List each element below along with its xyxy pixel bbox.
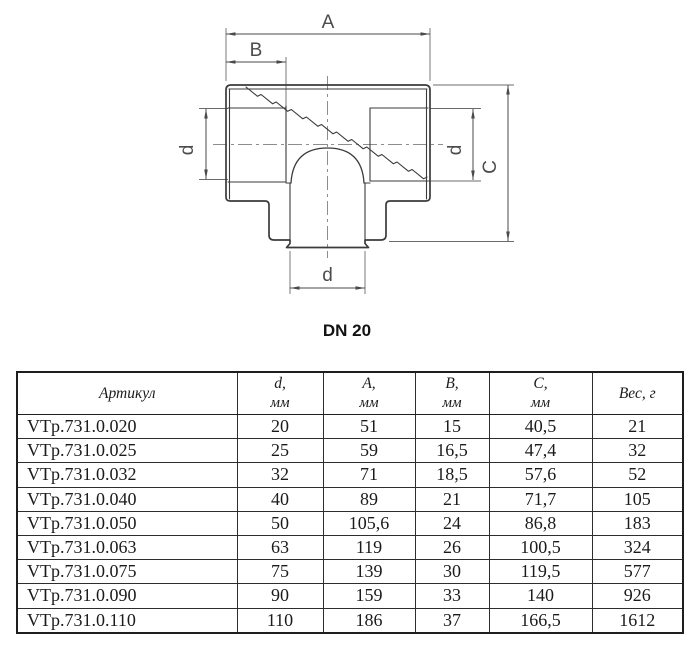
cell-article: VTp.731.0.050: [16, 510, 238, 536]
label-d-left: d: [177, 145, 198, 156]
cell-value: 86,8: [488, 510, 593, 536]
header-weight: Вес, г: [591, 371, 684, 415]
cell-value: 139: [322, 559, 416, 585]
label-c: C: [480, 160, 501, 174]
label-b: B: [250, 40, 263, 61]
header-d: d,мм: [236, 371, 324, 415]
cell-value: 20: [236, 413, 324, 440]
cell-value: 110: [236, 607, 324, 634]
cell-value: 105,6: [322, 510, 416, 536]
header-b: B,мм: [414, 371, 490, 415]
body-outline: [225, 84, 431, 249]
cell-value: 75: [236, 559, 324, 585]
cell-value: 24: [414, 510, 490, 536]
header-a: A,мм: [322, 371, 416, 415]
cell-value: 105: [591, 486, 684, 512]
cell-value: 71: [322, 462, 416, 488]
cell-value: 25: [236, 438, 324, 464]
label-a: A: [322, 12, 335, 33]
dome-arc: [290, 147, 365, 184]
body-secondary-lines: [227, 88, 429, 241]
cell-value: 1612: [591, 607, 684, 634]
cell-value: 63: [236, 534, 324, 561]
cell-value: 183: [591, 510, 684, 536]
tee-fitting-drawing: A B d d C d DN 20: [177, 12, 514, 340]
thread-zigzag: [245, 86, 428, 180]
cell-value: 51: [322, 413, 416, 440]
cell-value: 40,5: [488, 413, 593, 440]
cell-value: 100,5: [488, 534, 593, 561]
cell-value: 89: [322, 486, 416, 512]
cell-value: 59: [322, 438, 416, 464]
centerlines: [213, 76, 443, 258]
dimension-lines: [204, 32, 510, 290]
cell-value: 21: [591, 413, 684, 440]
cell-value: 40: [236, 486, 324, 512]
cell-article: VTp.731.0.020: [16, 413, 238, 440]
cell-value: 30: [414, 559, 490, 585]
cell-value: 926: [591, 583, 684, 609]
cell-value: 140: [488, 583, 593, 609]
cell-value: 166,5: [488, 607, 593, 634]
label-d-right: d: [445, 145, 466, 156]
label-d-bottom: d: [322, 265, 333, 286]
cell-value: 119: [322, 534, 416, 561]
cell-value: 15: [414, 413, 490, 440]
cell-value: 33: [414, 583, 490, 609]
spec-table-container: Артикул d,мм A,мм B,мм C,мм Вес, г VTp.7…: [16, 371, 684, 634]
cell-value: 18,5: [414, 462, 490, 488]
cell-value: 186: [322, 607, 416, 634]
cell-value: 90: [236, 583, 324, 609]
cell-value: 16,5: [414, 438, 490, 464]
cell-value: 577: [591, 559, 684, 585]
cell-value: 32: [591, 438, 684, 464]
cell-value: 21: [414, 486, 490, 512]
cell-article: VTp.731.0.032: [16, 462, 238, 488]
cell-article: VTp.731.0.040: [16, 486, 238, 512]
extension-lines: [199, 28, 514, 294]
cell-article: VTp.731.0.075: [16, 559, 238, 585]
spec-table: Артикул d,мм A,мм B,мм C,мм Вес, г VTp.7…: [16, 371, 684, 634]
cell-value: 57,6: [488, 462, 593, 488]
header-c: C,мм: [488, 371, 593, 415]
header-article: Артикул: [16, 371, 238, 415]
cell-value: 50: [236, 510, 324, 536]
cell-article: VTp.731.0.025: [16, 438, 238, 464]
cell-value: 26: [414, 534, 490, 561]
cell-value: 32: [236, 462, 324, 488]
cell-article: VTp.731.0.090: [16, 583, 238, 609]
drawing-svg: A B d d C d DN 20: [177, 12, 514, 340]
cell-value: 119,5: [488, 559, 593, 585]
cell-value: 71,7: [488, 486, 593, 512]
spec-table-header: Артикул d,мм A,мм B,мм C,мм Вес, г: [16, 371, 684, 415]
header-row: Артикул d,мм A,мм B,мм C,мм Вес, г: [16, 371, 684, 415]
cell-value: 52: [591, 462, 684, 488]
cell-value: 159: [322, 583, 416, 609]
cell-article: VTp.731.0.110: [16, 607, 238, 634]
drawing-caption: DN 20: [323, 321, 371, 340]
cell-value: 324: [591, 534, 684, 561]
cell-value: 37: [414, 607, 490, 634]
cell-article: VTp.731.0.063: [16, 534, 238, 561]
cell-value: 47,4: [488, 438, 593, 464]
